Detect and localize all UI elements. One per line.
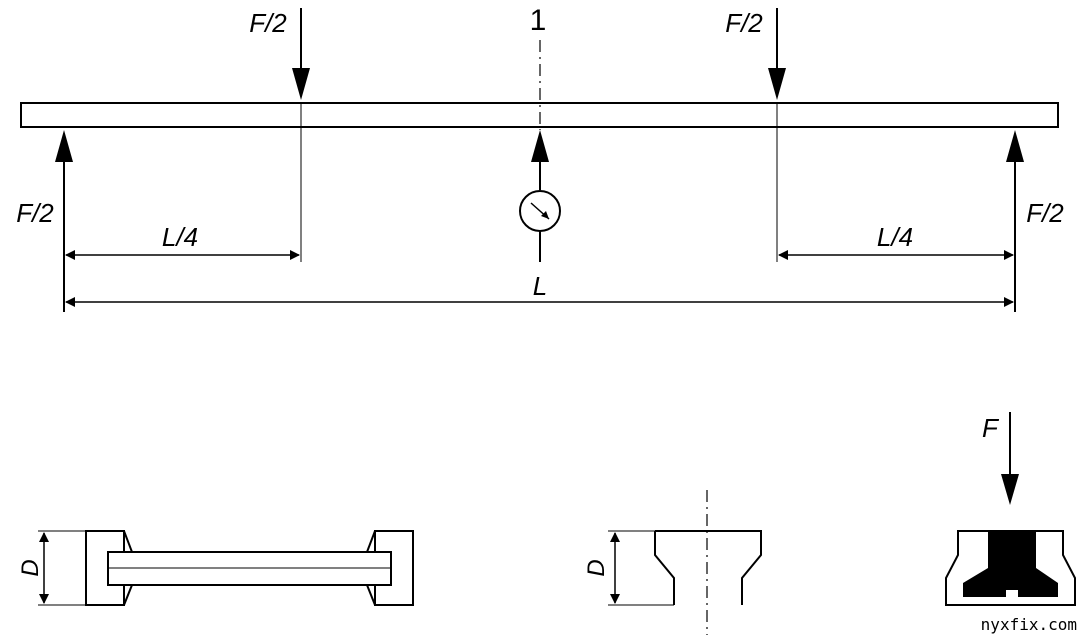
support-arrow-left (55, 130, 73, 312)
specimen-side-view (38, 530, 414, 606)
deflection-gauge (519, 130, 561, 262)
support-arrow-right (1006, 130, 1024, 312)
top-load-arrow-left (292, 8, 310, 100)
span-label-left: L/4 (162, 222, 198, 252)
top-load-arrow-right (768, 8, 786, 100)
loaded-cross-section (945, 412, 1076, 606)
center-label: 1 (530, 4, 547, 37)
top-load-label-left: F/2 (249, 8, 287, 38)
half-section-dim-label: D (583, 559, 610, 576)
specimen-half-section (608, 490, 762, 635)
side-view-dim-label: D (17, 559, 44, 576)
watermark: nyxfix.com (981, 615, 1077, 634)
support-label-right: F/2 (1026, 198, 1064, 228)
span-label-total: L (533, 271, 547, 301)
top-load-label-right: F/2 (725, 8, 763, 38)
load-label: F (982, 413, 1000, 443)
support-label-left: F/2 (16, 198, 54, 228)
span-label-right: L/4 (877, 222, 913, 252)
